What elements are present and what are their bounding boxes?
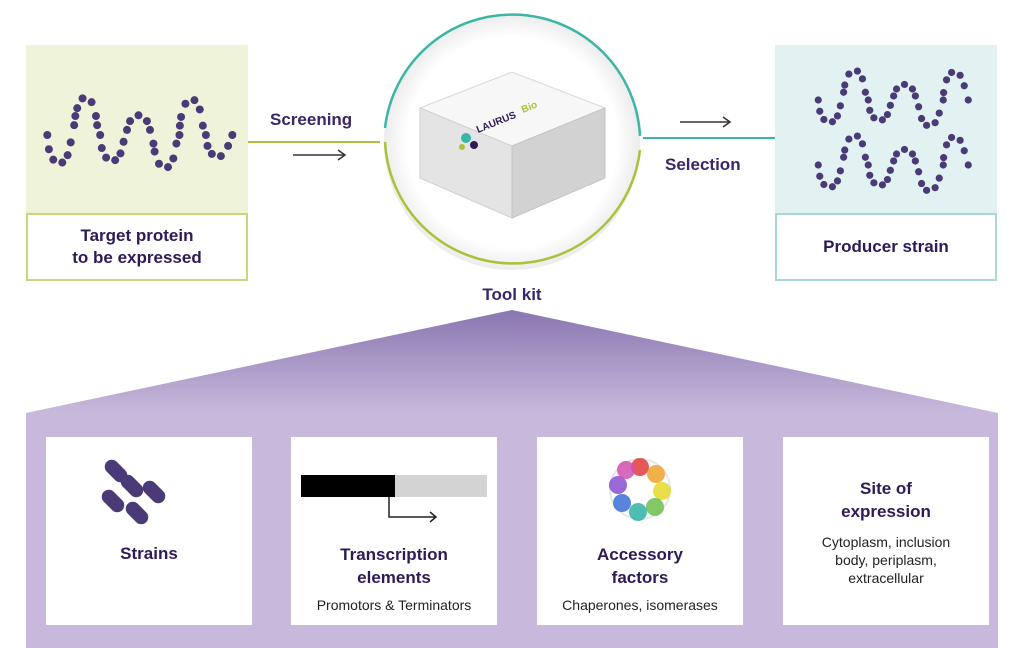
card-site: Site of expression Cytoplasm, inclusion … [783,437,989,625]
arrow-right-icon [680,116,732,128]
target-protein-label-line2: to be expressed [72,248,202,267]
card-site-title-line1: Site of [860,479,912,498]
kit-box-icon [418,71,607,219]
card-accessory: Accessory factors Chaperones, isomerases [537,437,743,625]
card-site-subtitle-line2: body, periplasm, [835,552,937,568]
promoter-bar-icon [301,475,487,523]
protein-chain-icon [43,94,237,172]
card-accessory-title-line2: factors [611,568,669,587]
producer-strain-panel [775,45,997,215]
producer-strain-label: Producer strain [775,213,997,281]
card-site-subtitle-line1: Cytoplasm, inclusion [821,534,951,550]
card-strains-title: Strains [120,544,178,563]
card-accessory-subtitle: Chaperones, isomerases [562,597,718,613]
card-transcription: Transcription elements Promotors & Termi… [291,437,497,625]
producer-strain-label-text: Producer strain [823,237,949,256]
card-transcription-subtitle: Promotors & Terminators [316,597,472,613]
toolkit-triangle [26,310,998,413]
protein-complex-icon [609,458,671,521]
card-transcription-title-line1: Transcription [340,545,448,564]
toolkit-title: Tool kit [482,285,542,304]
card-accessory-title-line1: Accessory [596,545,683,564]
teal-arc [383,13,642,137]
target-protein-panel [26,45,248,215]
card-site-title-line2: expression [841,502,931,521]
bacteria-icon [101,459,166,525]
card-strains: Strains [46,437,252,625]
green-arc [383,141,642,265]
card-site-subtitle-line3: extracellular [848,570,924,586]
arrow-right-icon [293,149,347,161]
screening-label: Screening [270,110,353,129]
target-protein-label: Target protein to be expressed [26,213,248,281]
protein-chain-icon [814,67,972,194]
selection-label: Selection [665,155,741,174]
target-protein-label-line1: Target protein [80,226,194,245]
card-transcription-title-line2: elements [357,568,431,587]
